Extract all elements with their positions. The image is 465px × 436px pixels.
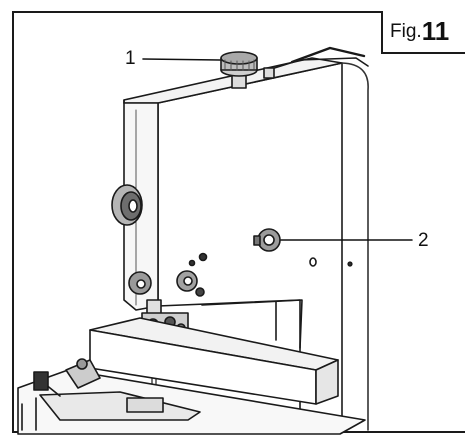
figure-number: 11 <box>421 16 450 46</box>
housing-holes <box>188 252 353 267</box>
figure-prefix: Fig. <box>390 20 422 42</box>
callout-label-1: 1 <box>125 48 136 69</box>
rip-fence <box>89 299 339 405</box>
blade-tension-knob <box>220 51 275 89</box>
tracking-knob <box>111 184 143 226</box>
figure-label: Fig. 11 <box>381 11 465 54</box>
callout-leader-1 <box>142 58 221 61</box>
callout-label-2: 2 <box>418 230 429 251</box>
guide-knobs <box>128 270 205 297</box>
blade-tracking-knob <box>253 228 281 252</box>
callout-leaders <box>142 58 413 241</box>
saw-table <box>17 369 366 435</box>
miter-gauge <box>33 358 101 391</box>
